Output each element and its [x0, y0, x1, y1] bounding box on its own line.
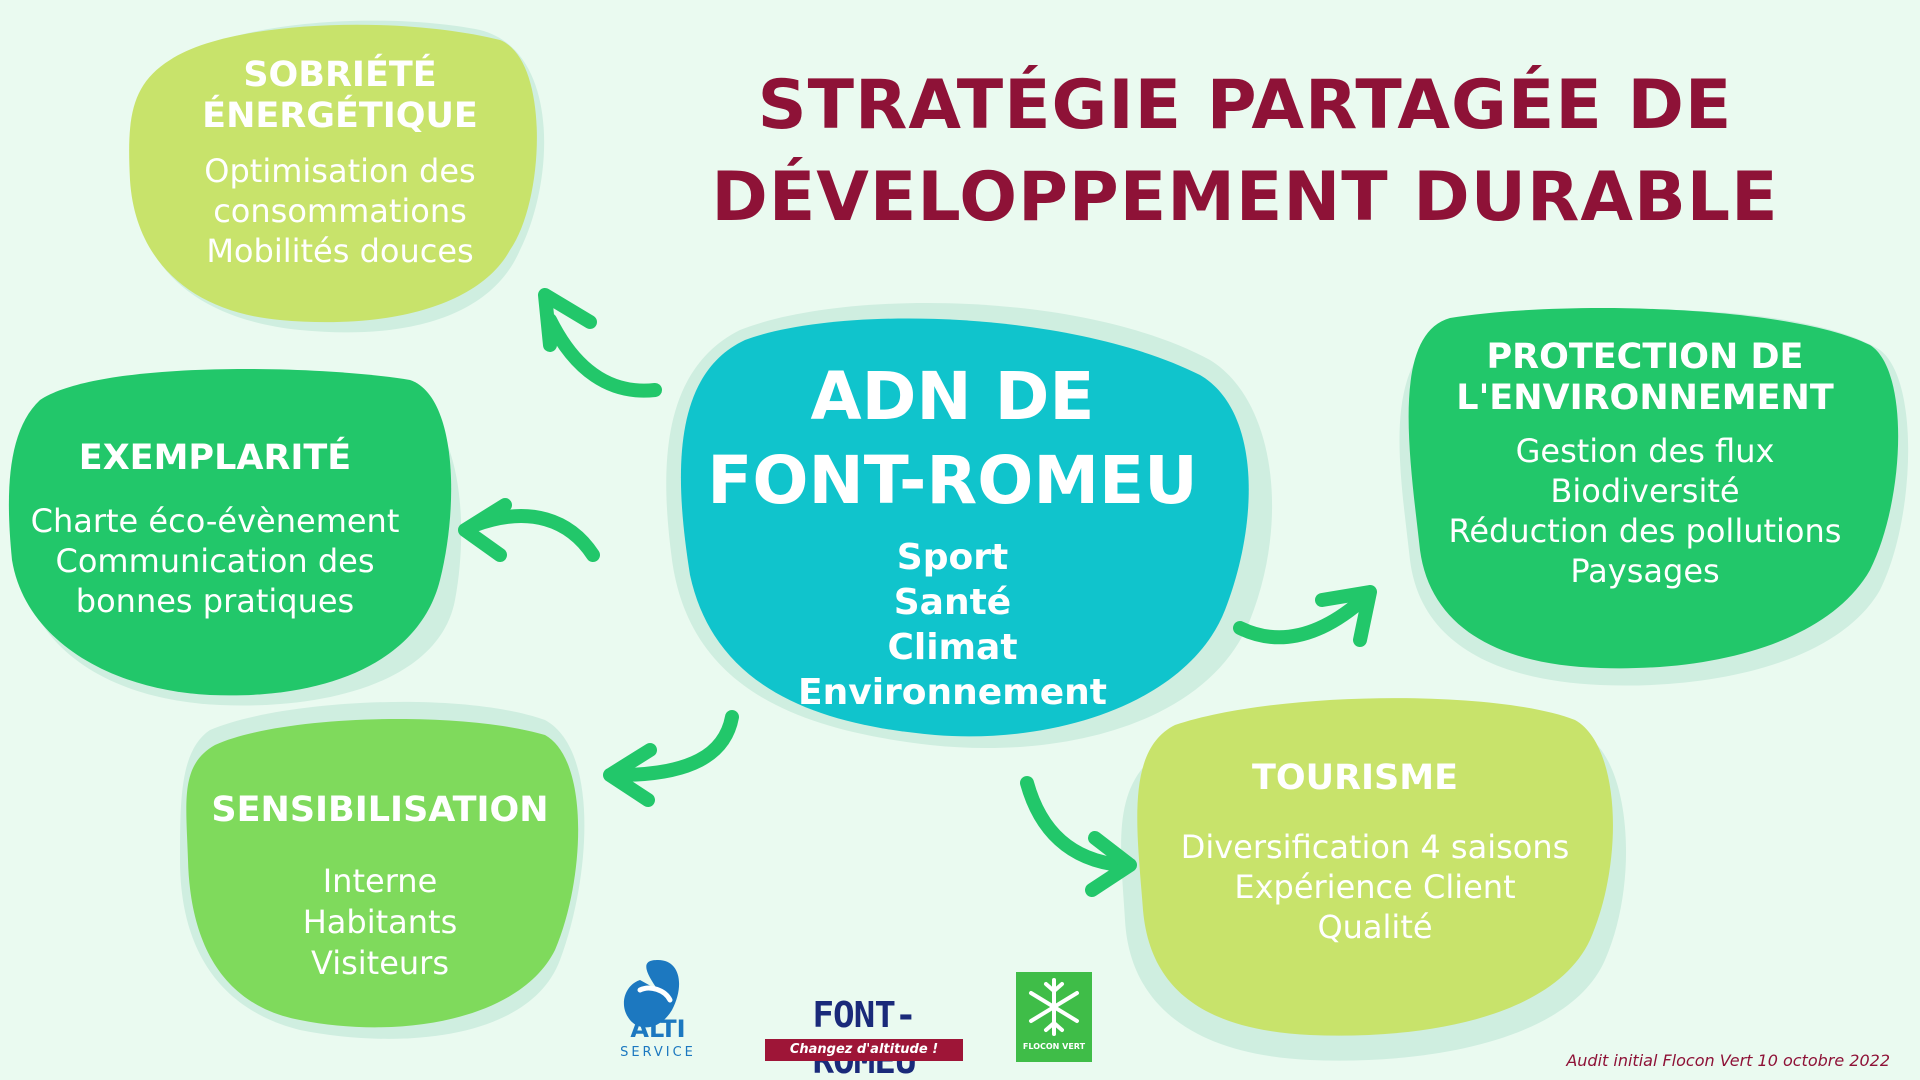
sobriete-node: SOBRIÉTÉ ÉNERGÉTIQUE Optimisation des co… — [150, 55, 530, 271]
exemplarite-item: Communication des — [55, 542, 375, 580]
protection-item: Réduction des pollutions — [1448, 512, 1842, 550]
title-line-2: DÉVELOPPEMENT DURABLE — [711, 158, 1779, 237]
exemplarite-heading: EXEMPLARITÉ — [78, 438, 352, 478]
sobriete-item: Optimisation des — [204, 152, 476, 190]
tourisme-item: Diversification 4 saisons — [1180, 828, 1570, 866]
sensibilisation-item: Habitants — [302, 903, 458, 941]
font-romeu-logo: FONT-ROMEU Changez d'altitude ! — [765, 993, 963, 1080]
sobriete-item: Mobilités douces — [206, 232, 474, 270]
sobriete-blob — [129, 24, 537, 323]
sensibilisation-node: SENSIBILISATION Interne Habitants Visite… — [195, 790, 565, 984]
protection-blob — [1408, 308, 1899, 669]
page-title: STRATÉGIE PARTAGÉE DE DÉVELOPPEMENT DURA… — [690, 60, 1800, 244]
tourisme-item: Qualité — [1317, 908, 1433, 946]
sobriete-heading-2: ÉNERGÉTIQUE — [202, 96, 478, 136]
alti-logo-icon — [623, 960, 680, 1028]
protection-item: Biodiversité — [1550, 472, 1740, 510]
center-node: ADN DE FONT-ROMEU Sport Santé Climat Env… — [700, 355, 1205, 715]
center-item: Sport — [896, 537, 1009, 578]
center-blob — [680, 318, 1249, 737]
alti-logo-sub: SERVICE — [620, 1045, 696, 1060]
flocon-vert-snowflake-overlay — [1029, 978, 1079, 1036]
sensibilisation-item: Visiteurs — [311, 944, 449, 982]
center-item: Santé — [893, 582, 1012, 623]
tourisme-node: TOURISME Diversification 4 saisons Expér… — [1150, 758, 1600, 947]
flocon-vert-label: FLOCON VERT — [1022, 1042, 1086, 1051]
tourisme-heading: TOURISME — [1252, 758, 1458, 798]
center-item: Environnement — [798, 672, 1107, 713]
font-romeu-logo-tagline: Changez d'altitude ! — [765, 1039, 963, 1061]
arrow-to-exemplarite — [458, 498, 600, 562]
exemplarite-item: bonnes pratiques — [75, 582, 355, 620]
sobriete-item: consommations — [213, 192, 467, 230]
arrows — [458, 288, 1377, 897]
font-romeu-logo-name: FONT-ROMEU — [812, 995, 916, 1080]
protection-heading-1: PROTECTION DE — [1486, 337, 1804, 377]
footer-note: Audit initial Flocon Vert 10 octobre 202… — [1566, 1051, 1890, 1070]
tourisme-blob — [1137, 698, 1613, 1036]
exemplarite-node: EXEMPLARITÉ Charte éco-évènement Communi… — [10, 438, 420, 621]
title-line-1: STRATÉGIE PARTAGÉE DE — [757, 66, 1733, 145]
center-heading-1: ADN DE — [810, 358, 1095, 435]
arrow-to-tourisme — [1020, 776, 1137, 897]
exemplarite-item: Charte éco-évènement — [30, 502, 400, 540]
alti-logo-name: ALTI — [630, 1015, 686, 1043]
center-heading-2: FONT-ROMEU — [707, 442, 1198, 519]
sensibilisation-blob — [186, 718, 579, 1028]
sensibilisation-heading: SENSIBILISATION — [211, 790, 549, 830]
protection-item: Gestion des flux — [1515, 432, 1775, 470]
protection-node: PROTECTION DE L'ENVIRONNEMENT Gestion de… — [1430, 337, 1860, 591]
protection-heading-2: L'ENVIRONNEMENT — [1456, 378, 1834, 418]
sensibilisation-item: Interne — [322, 862, 438, 900]
arrow-to-protection — [1233, 585, 1377, 647]
protection-item: Paysages — [1570, 552, 1720, 590]
arrow-to-sensibilisation — [603, 710, 739, 807]
arrow-to-sobriete — [538, 288, 662, 398]
center-item: Climat — [887, 627, 1018, 668]
exemplarite-blob — [8, 368, 452, 696]
tourisme-item: Expérience Client — [1234, 868, 1516, 906]
sobriete-heading-1: SOBRIÉTÉ — [243, 55, 437, 95]
